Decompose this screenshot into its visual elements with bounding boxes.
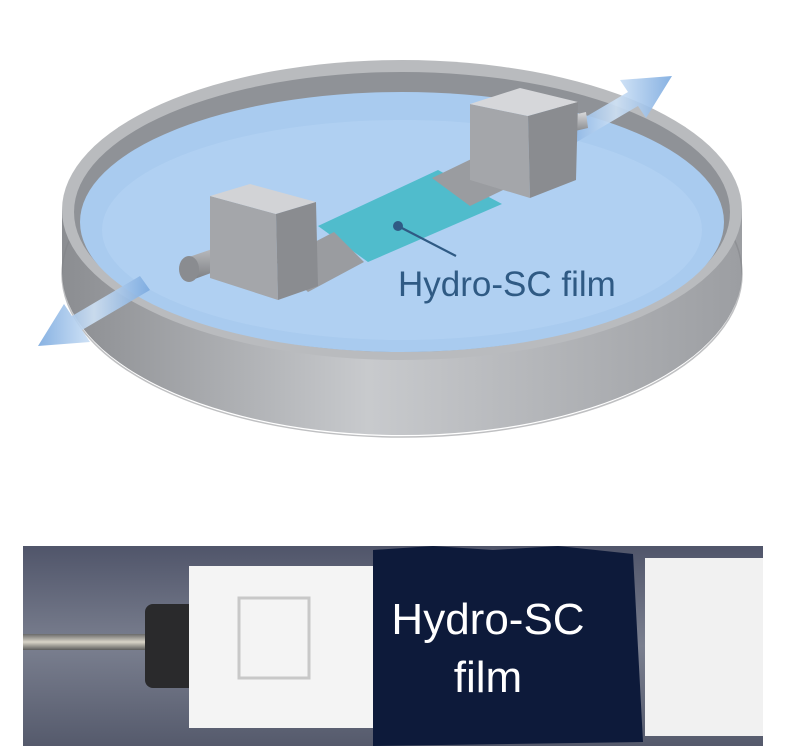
left-stretch-arrow [38,276,150,346]
stretch-arrows [38,76,672,346]
left-clamp-top [210,184,316,214]
left-rod-end [179,256,199,282]
left-clamp [179,184,364,300]
left-clamp-side [276,202,318,300]
right-clamp-side [528,102,578,198]
right-clamp [432,88,588,206]
right-clamp-top [470,88,578,116]
right-stretch-arrow [560,76,672,146]
stretching-setup-photo: Hydro-SC film [23,546,763,746]
left-photo-clamp [189,566,373,728]
film-leader-line [397,225,457,257]
screw-thread [23,634,155,650]
left-clamp-front [210,196,278,300]
petri-dish [61,60,743,438]
photo-film-label-line2: film [454,653,522,702]
photo-film-label-line1: Hydro-SC [391,595,584,644]
left-photo-clamp-groove [237,596,311,680]
stretching-setup-illustration: Hydro-SC film [38,60,743,438]
right-clamp-front [470,104,530,198]
right-photo-clamp [645,558,763,736]
nut [145,604,197,688]
film-label: Hydro-SC film [398,265,616,304]
photo-film [373,546,643,746]
film-leader-dot [393,221,403,231]
